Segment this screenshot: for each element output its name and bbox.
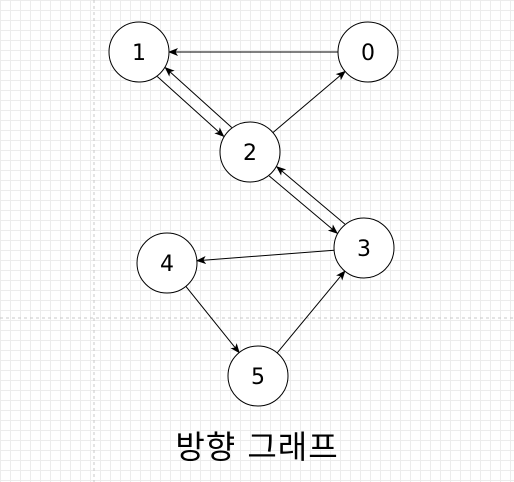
node-label: 5 xyxy=(251,365,265,390)
node-circle xyxy=(136,232,198,294)
node-0: 0 xyxy=(337,21,399,83)
node-label: 2 xyxy=(243,141,257,166)
edge-3-to-4 xyxy=(195,249,335,265)
edge-1-to-2 xyxy=(156,76,225,138)
node-circle xyxy=(337,21,399,83)
node-1: 1 xyxy=(108,21,170,83)
node-4: 4 xyxy=(136,232,198,294)
node-circle xyxy=(227,345,289,407)
edge-2-to-1 xyxy=(164,66,233,128)
node-5: 5 xyxy=(227,345,289,407)
node-circle xyxy=(219,121,281,183)
graph-edges xyxy=(156,48,346,354)
edge-2-to-0 xyxy=(272,70,346,133)
node-2: 2 xyxy=(219,121,281,183)
node-label: 1 xyxy=(132,41,146,66)
edge-5-to-3 xyxy=(276,270,346,354)
node-label: 4 xyxy=(160,252,174,277)
node-circle xyxy=(333,217,395,279)
edge-2-to-3 xyxy=(268,175,338,234)
node-3: 3 xyxy=(333,217,395,279)
graph-nodes: 0 1 2 3 4 5 xyxy=(108,21,399,407)
edge-4-to-5 xyxy=(185,286,240,354)
edge-3-to-2 xyxy=(276,166,346,225)
node-circle xyxy=(108,21,170,83)
diagram-caption: 방향 그래프 xyxy=(175,428,339,466)
node-label: 3 xyxy=(357,237,371,262)
node-label: 0 xyxy=(361,41,375,66)
